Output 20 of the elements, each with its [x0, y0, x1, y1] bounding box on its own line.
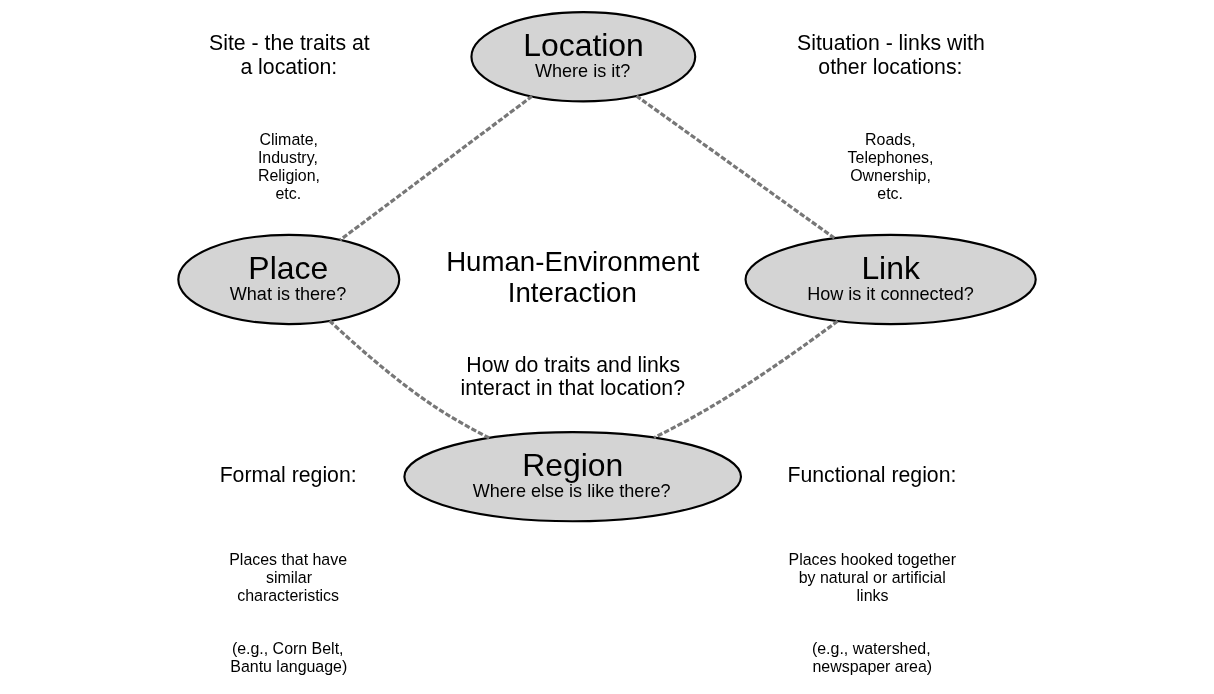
label: Places that have similar characteristics	[229, 550, 348, 604]
node-ellipse: Place What is there?	[177, 233, 401, 326]
label: Human-Environment Interaction	[446, 245, 700, 308]
node-ellipse: Region Where else is like there?	[403, 431, 743, 523]
label: (e.g., watershed, newspaper area)	[811, 639, 933, 676]
label: Places hooked together by natural or artificial links	[788, 550, 957, 604]
label: Roads, Telephones, Ownership, etc.	[847, 130, 934, 202]
label: Functional region:	[787, 462, 957, 487]
connector	[653, 319, 839, 440]
label: (e.g., Corn Belt, Bantu language)	[230, 639, 348, 676]
label: How do traits and links interact in that location?	[460, 352, 685, 401]
connector	[635, 94, 836, 240]
connector	[339, 95, 533, 242]
label: Site - the traits at a location:	[209, 31, 370, 79]
label: Climate, Industry, Religion, etc.	[257, 130, 320, 202]
connector	[328, 319, 491, 440]
label: Situation - links with other locations:	[797, 31, 985, 79]
label: Formal region:	[219, 462, 357, 487]
node-ellipse: Link How is it connected?	[744, 233, 1037, 326]
node-ellipse: Location Where is it?	[470, 11, 697, 103]
